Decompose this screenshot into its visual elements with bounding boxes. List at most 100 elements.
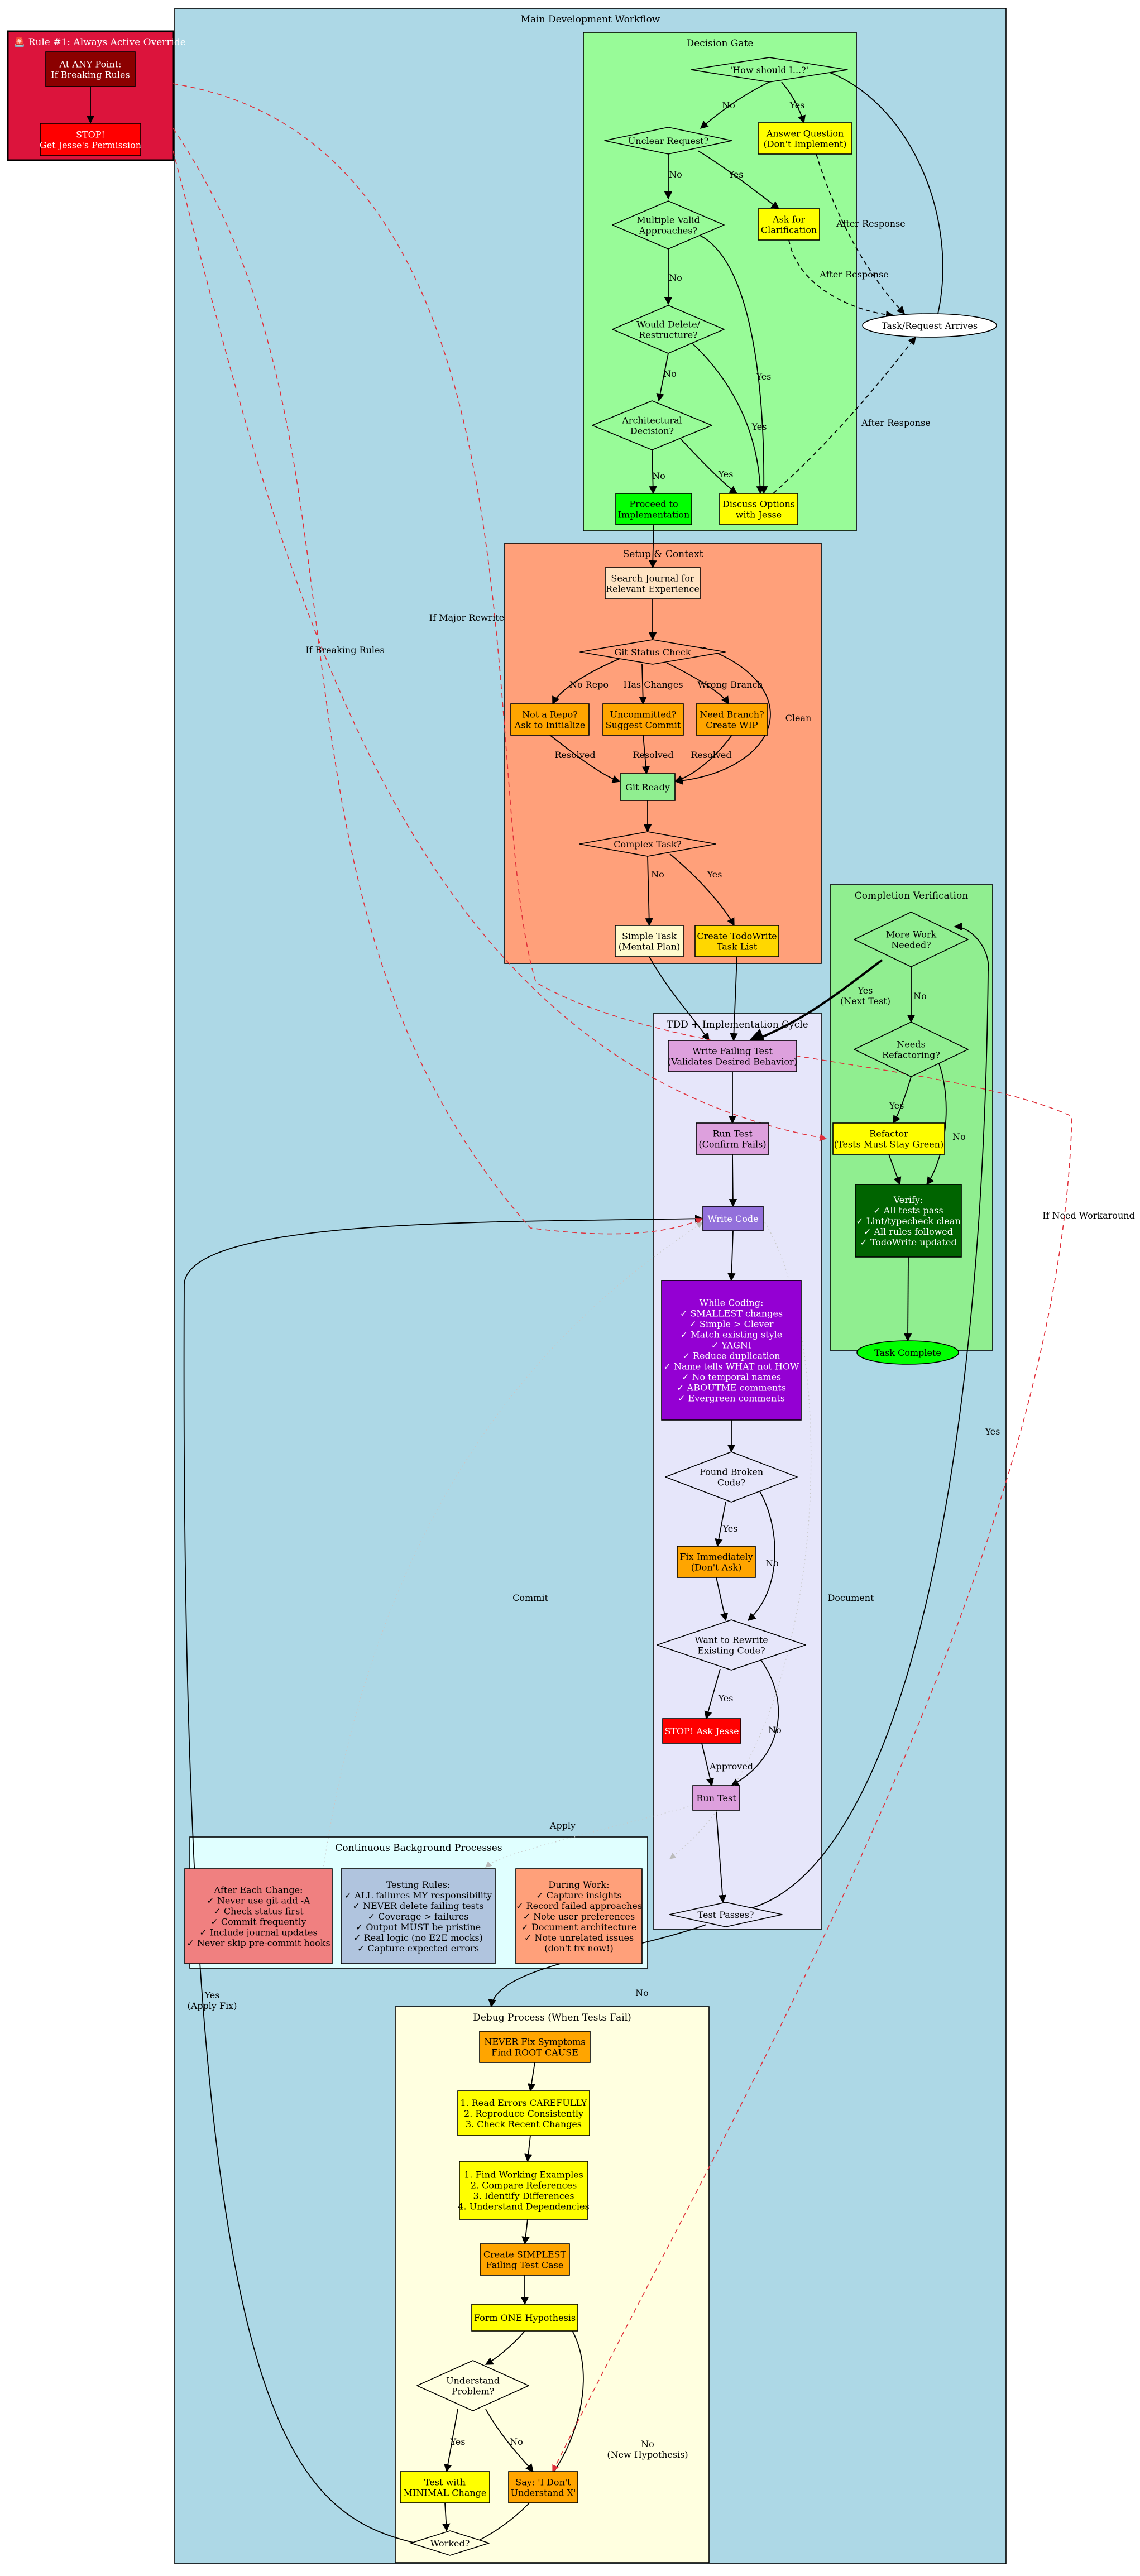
cluster-title: Continuous Background Processes [335,1843,502,1854]
node-hypothesis: Form ONE Hypothesis [471,2304,578,2332]
edge-label: No [952,1131,966,1142]
node-text: Find ROOT CAUSE [491,2047,578,2058]
node-run-test: Run Test [692,1785,740,1811]
node-text: If Breaking Rules [51,70,130,80]
node-text: Search Journal for [611,573,694,584]
node-verify: Verify:✓ All tests pass✓ Lint/typecheck … [855,1184,962,1258]
node-text: (Tests Must Stay Green) [834,1139,943,1150]
node-branch: Need Branch?Create WIP [696,703,768,736]
edge [649,524,657,569]
edge [527,2062,536,2092]
edge-label: Has Changes [623,679,683,690]
node-text: Multiple Valid [636,215,700,226]
node-text: 1. Read Errors CAREFULLY [460,2098,587,2108]
node-text: Get Jesse's Permission [40,140,141,151]
edge [729,1154,737,1207]
node-text: Restructure? [639,330,698,340]
edge-label: Resolved [691,750,731,760]
node-text: ✓ Document architecture [521,1922,637,1932]
node-text: (Confirm Fails) [698,1139,766,1150]
edge-label: Apply [549,1820,576,1831]
node-text: ✓ All tests pass [873,1205,943,1216]
edge [674,735,732,783]
edge [173,128,703,1235]
node-text: Uncommitted? [610,709,677,720]
edge [747,1490,775,1621]
node-during-work: During Work:✓ Capture insights✓ Record f… [515,1868,643,1964]
node-passes: Test Passes? [669,1902,783,1927]
node-text: ✓ ABOUTME comments [677,1383,786,1393]
edge [730,1657,779,1786]
node-text: ✓ Lint/typecheck clean [856,1216,960,1226]
node-how: 'How should I...?' [691,57,848,83]
node-text: Task/Request Arrives [882,320,978,331]
node-text: Test with [424,2477,466,2488]
node-text: ✓ Name tells WHAT not HOW [664,1361,800,1372]
edge-label: (Next Test) [840,996,890,1006]
edge-label: After Response [861,418,930,428]
node-text: Implementation [618,510,690,520]
edge [700,81,770,129]
cluster-title: Decision Gate [686,38,753,49]
edge-label: Yes [718,469,734,479]
node-text: Ask to Initialize [514,720,586,731]
node-text: 3. Check Recent Changes [466,2119,582,2129]
edge [656,353,669,402]
edge [173,150,827,1141]
node-text: Ask for [772,214,805,225]
node-text: Want to Rewrite [694,1635,768,1646]
node-text: Existing Code? [697,1646,765,1656]
edge-label: No [768,1725,782,1735]
edge-label: No [765,1558,779,1568]
edge-label: Clean [785,713,812,723]
node-text: Relevant Experience [606,584,700,594]
node-text: (Mental Plan) [619,942,681,952]
node-text: with Jesse [736,510,782,520]
edge [715,1501,726,1547]
edge-label: Yes [450,2436,466,2447]
edge [697,150,780,209]
node-text: Proceed to [629,499,678,510]
node-text: During Work: [548,1879,609,1890]
node-text: Complex Task? [614,839,681,850]
node-text: Failing Test Case [486,2260,564,2271]
node-complex: Complex Task? [579,831,716,857]
edge [701,1743,715,1787]
edge [697,234,768,495]
node-text: Approaches? [639,226,697,236]
edge [645,856,653,927]
node-text: Task Complete [874,1347,941,1358]
node-text: STOP! [76,129,105,140]
edge [716,1577,729,1622]
node-text: ✓ NEVER delete failing tests [352,1901,483,1911]
node-text: Testing Rules: [386,1879,451,1890]
node-text: STOP! Ask Jesse [664,1726,739,1736]
edge-label: Yes [985,1426,1000,1437]
node-git-ready: Git Ready [620,773,676,801]
node-text: ✓ Evergreen comments [678,1393,785,1404]
node-text: MINIMAL Change [404,2488,487,2498]
node-rule-any: At ANY Point:If Breaking Rules [45,51,136,87]
node-worked: Worked? [410,2530,490,2556]
edge [816,153,906,315]
edge-label: After Response [836,218,905,229]
edge-label: No [722,100,735,111]
edge-label: Yes [858,985,873,996]
node-text: ✓ Simple > Clever [689,1319,773,1330]
cluster-title: Debug Process (When Tests Fail) [473,2012,631,2023]
cluster-title: Completion Verification [855,890,968,901]
node-text: ✓ Capture insights [536,1890,621,1901]
edge-label: No Repo [569,679,609,690]
node-text: Write Code [707,1213,758,1224]
edge [748,922,989,1910]
edge [692,343,764,495]
node-text: ✓ Never use git add -A [207,1896,310,1906]
